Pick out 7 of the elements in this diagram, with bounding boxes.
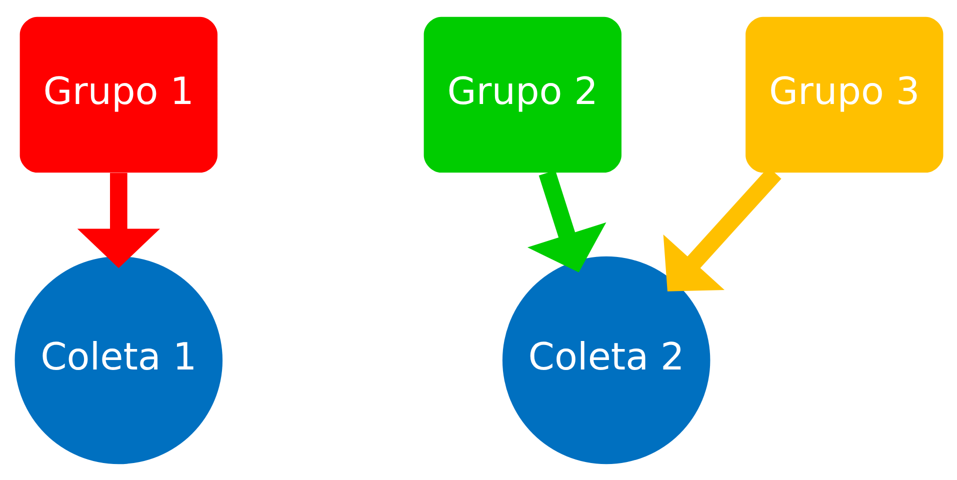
- node-box: Grupo 2: [423, 16, 621, 172]
- node-box: Grupo 3: [745, 16, 943, 172]
- node-circle: Coleta 2: [502, 256, 710, 464]
- node-box: Grupo 1: [19, 16, 217, 172]
- arrow: [76, 172, 160, 268]
- node-circle: Coleta 1: [14, 256, 222, 464]
- arrow: [526, 170, 606, 272]
